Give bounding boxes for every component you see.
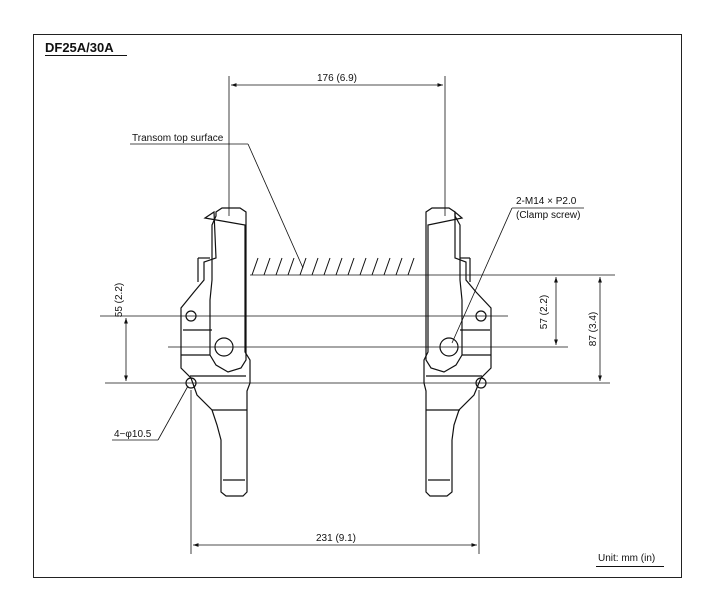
right-vertical-dimensions [554,277,602,381]
drawing-frame [33,34,682,578]
clamp-screw-sublabel: (Clamp screw) [516,210,580,221]
clamp-screw-label: 2-M14 × P2.0 [516,196,577,207]
left-clamp-bracket [180,207,251,497]
top-width-label: 176 (6.9) [317,73,357,84]
holes-label: 4−φ10.5 [114,429,152,440]
transom-label: Transom top surface [132,133,224,144]
bottom-width-label: 231 (9.1) [316,533,356,544]
model-title: DF25A/30A [45,40,114,55]
right-vertical-label-2: 87 (3.4) [588,312,599,346]
model-title-underline [45,55,127,56]
left-vertical-label: 55 (2.2) [114,283,125,317]
bottom-width-dimension [190,390,480,554]
leader-lines [112,143,584,441]
top-width-dimension [228,76,446,216]
transom-hatching [251,257,415,276]
reference-lines [100,274,615,384]
right-vertical-label-1: 57 (2.2) [539,295,550,329]
unit-note-underline [596,566,664,567]
right-clamp-bracket [423,207,492,497]
unit-note: Unit: mm (in) [598,553,656,564]
